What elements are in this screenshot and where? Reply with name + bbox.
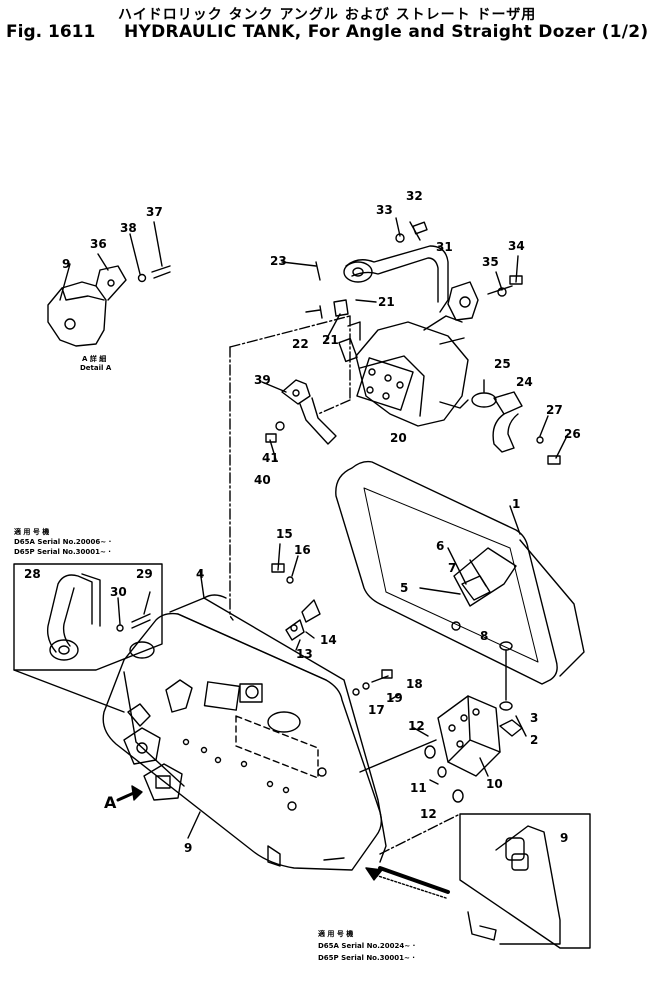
part-number: 22 (292, 337, 309, 351)
part-number: 15 (276, 527, 293, 541)
part-number: 11 (410, 781, 427, 795)
part-number: 31 (436, 240, 453, 254)
pipe-39 (281, 379, 337, 445)
part-number: 2 (530, 733, 539, 747)
part-number: 41 (262, 451, 279, 465)
part-number: 34 (508, 239, 525, 253)
part-number: 40 (254, 473, 271, 487)
figure-number: Fig. 1611 (6, 22, 96, 42)
part-number: 25 (494, 357, 511, 371)
part-number: 35 (482, 255, 499, 269)
part-number: 14 (320, 633, 337, 647)
view-arrow-label: A (104, 793, 117, 812)
part-number: 17 (368, 703, 385, 717)
part-number: 26 (564, 427, 581, 441)
part-number: 6 (436, 539, 445, 553)
detail-box-pipe-28 (13, 563, 163, 671)
part-number: 32 (406, 189, 423, 203)
valve-plate-10 (437, 695, 501, 777)
detail-label-japanese: A 詳 細 (82, 355, 107, 363)
part-number: 24 (516, 375, 533, 389)
detail-box-bracket-9 (459, 813, 591, 949)
part-number: 20 (390, 431, 407, 445)
part-number: 33 (376, 203, 393, 217)
part-number: 9 (184, 841, 193, 855)
page-title: HYDRAULIC TANK, For Angle and Straight D… (124, 22, 649, 42)
part-number: 28 (24, 567, 41, 581)
serial-note-2-heading: 適 用 号 機 (318, 930, 354, 938)
pipe-31 (343, 245, 479, 321)
hydraulic-tank (102, 594, 387, 871)
part-number: 4 (196, 567, 205, 581)
pump-assembly-20 (333, 299, 469, 427)
tank-cover-1 (335, 460, 585, 685)
detail-a-bracket (47, 265, 171, 347)
part-number: 23 (270, 254, 287, 268)
serial-note-2-line-2: D65P Serial No.30001~ · (318, 954, 415, 962)
part-number: 12 (408, 719, 425, 733)
part-number: 30 (110, 585, 127, 599)
serial-note-2-line-1: D65A Serial No.20024~ · (318, 942, 416, 950)
part-number: 9 (560, 831, 569, 845)
part-number: 12 (420, 807, 437, 821)
part-number: 10 (486, 777, 503, 791)
part-number: 36 (90, 237, 107, 251)
part-number: 1 (512, 497, 521, 511)
part-number: 21 (322, 333, 339, 347)
part-number: 16 (294, 543, 311, 557)
part-number: 27 (546, 403, 563, 417)
part-number: 13 (296, 647, 313, 661)
serial-note-1-line-2: D65P Serial No.30001~ · (14, 548, 111, 556)
part-number: 7 (448, 561, 457, 575)
part-number: 9 (62, 257, 71, 271)
part-number: 18 (406, 677, 423, 691)
title-japanese: ハイドロリック タンク アングル および ストレート ドーザ用 (118, 7, 537, 23)
part-number: 29 (136, 567, 153, 581)
serial-note-1-line-1: D65A Serial No.20006~ · (14, 538, 112, 546)
part-number: 3 (530, 711, 539, 725)
part-number: 5 (400, 581, 409, 595)
part-number: 37 (146, 205, 163, 219)
part-number: 39 (254, 373, 271, 387)
part-number: 19 (386, 691, 403, 705)
part-number: 8 (480, 629, 489, 643)
pipe-24 (471, 379, 523, 453)
serial-note-1-heading: 適 用 号 機 (14, 528, 50, 536)
detail-label: Detail A (80, 364, 112, 372)
part-number: 38 (120, 221, 137, 235)
part-number: 21 (378, 295, 395, 309)
